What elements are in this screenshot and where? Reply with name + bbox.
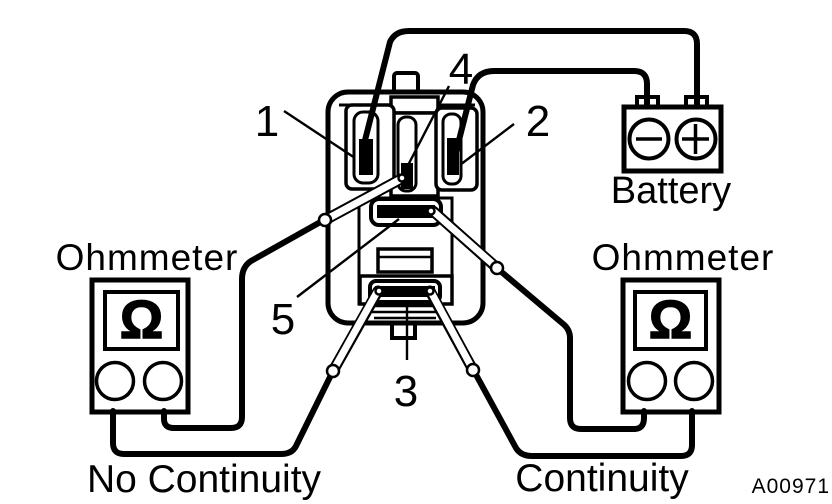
leader-line-2 — [459, 123, 515, 166]
leader-lines — [283, 85, 515, 360]
probes — [317, 173, 505, 379]
right-ohmmeter-screen — [633, 290, 708, 351]
wire-battery-negative-to-terminal2 — [453, 68, 650, 155]
leader-line-1 — [283, 109, 356, 160]
probe-terminal-4 — [317, 173, 407, 228]
terminal-3-label: 3 — [394, 367, 418, 416]
wires — [110, 28, 700, 459]
probe-ferrule — [489, 260, 505, 276]
figure-code: A00971 — [752, 475, 830, 498]
battery-label: Battery — [611, 170, 731, 212]
wire-right-meter-to-terminal5-probe — [495, 266, 647, 432]
left-ohmmeter-knob-right — [142, 360, 184, 402]
terminal-5-label: 5 — [271, 295, 295, 344]
right-ohmmeter — [620, 277, 722, 415]
terminal-2-label: 2 — [526, 97, 550, 146]
wire-battery-positive-to-terminal1 — [359, 28, 700, 155]
wire-right-meter-to-terminal3-probe — [471, 368, 695, 459]
probe-terminal-5 — [426, 205, 505, 276]
probe-tip — [374, 286, 384, 296]
probe-terminal-3-left — [325, 285, 384, 379]
no-continuity-label: No Continuity — [87, 458, 322, 501]
left-ohmmeter-label: Ohmmeter — [56, 237, 239, 278]
terminal-4-label: 4 — [449, 45, 473, 94]
wire-left-meter-to-terminal3-probe — [110, 370, 335, 457]
terminal-1-label: 1 — [255, 97, 279, 146]
left-ohmmeter-knob-left — [94, 360, 136, 402]
probe-tip — [425, 286, 435, 296]
relay-terminal-3 — [375, 286, 435, 297]
right-ohmmeter-label: Ohmmeter — [592, 237, 775, 278]
relay-center-collar — [389, 95, 440, 115]
wire-left-meter-to-terminal4-probe — [161, 217, 327, 431]
labels: 1 2 3 4 5 Battery Ohmmeter Ohmmeter Ω Ω … — [56, 45, 830, 501]
right-ohmmeter-knob-right — [673, 360, 715, 402]
left-ohm-symbol-icon: Ω — [120, 290, 163, 350]
leader-line-5 — [296, 218, 400, 298]
battery-plus-icon — [682, 124, 709, 154]
probe-tip — [426, 206, 436, 216]
left-ohmmeter — [89, 277, 191, 415]
probe-ferrule — [325, 363, 341, 379]
probe-ferrule — [317, 212, 333, 228]
right-ohmmeter-knob-left — [626, 360, 668, 402]
left-ohmmeter-screen — [103, 290, 180, 351]
relay-middle-window — [376, 247, 434, 274]
relay-terminal-5 — [377, 205, 435, 218]
continuity-label: Continuity — [515, 457, 689, 500]
relay-bottom-ridges — [372, 304, 438, 320]
probe-ferrule — [465, 362, 481, 378]
leader-line-4 — [402, 85, 451, 174]
battery — [621, 95, 724, 174]
probe-terminal-3-right — [424, 285, 481, 378]
right-ohm-symbol-icon: Ω — [649, 290, 692, 350]
probe-tip — [397, 173, 407, 183]
